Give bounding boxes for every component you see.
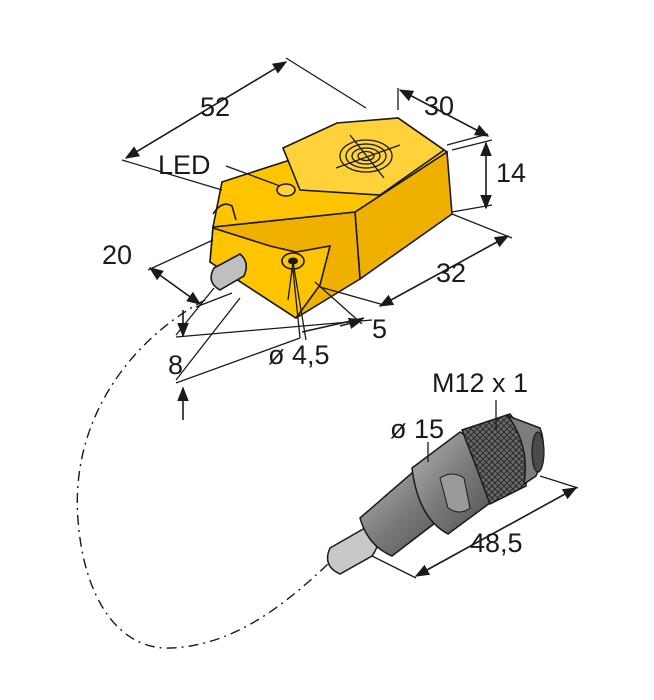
label-side: 20 bbox=[102, 240, 132, 270]
label-connector-len: 48,5 bbox=[470, 528, 523, 558]
label-hole: ø 4,5 bbox=[268, 340, 330, 370]
label-length: 52 bbox=[200, 92, 230, 122]
label-offset: 5 bbox=[372, 314, 387, 344]
dimensions bbox=[121, 57, 513, 420]
mounting-hole bbox=[281, 252, 305, 270]
label-thread: M12 x 1 bbox=[432, 368, 528, 398]
label-led: LED bbox=[158, 150, 211, 180]
label-depth: 32 bbox=[436, 258, 466, 288]
sensing-face bbox=[335, 134, 401, 179]
label-width: 30 bbox=[424, 91, 454, 121]
label-height: 14 bbox=[496, 158, 526, 188]
label-connector-dia: ø 15 bbox=[390, 414, 444, 444]
label-cable-height: 8 bbox=[168, 350, 183, 380]
led-window bbox=[276, 183, 296, 197]
connector-dimensions bbox=[371, 400, 579, 579]
cable-stub bbox=[210, 253, 248, 291]
sensor-housing bbox=[209, 117, 453, 320]
cable-path bbox=[76, 299, 331, 649]
